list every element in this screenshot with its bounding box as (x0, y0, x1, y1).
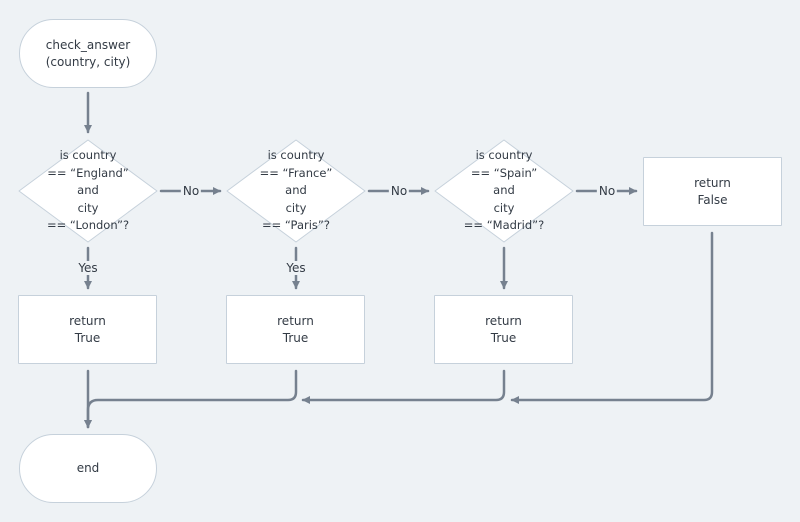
decision1-no-label: No (180, 184, 202, 198)
return-false-line-2: False (697, 192, 728, 207)
edge-true3-merge (301, 369, 506, 404)
decision2-line-5: == “Paris”? (262, 218, 330, 233)
decision2-shape (226, 139, 366, 243)
start-line-2: (country, city) (45, 54, 131, 69)
return-true-2-line-1: return (277, 313, 314, 328)
decision2-line-1: is country (267, 148, 325, 163)
decision1-line-3: and (77, 183, 99, 198)
end-node: end (19, 434, 157, 503)
edge-true2-merge (84, 369, 298, 429)
decision1-yes-label: Yes (76, 261, 100, 275)
decision1-line-5: == “London”? (46, 218, 130, 233)
decision2-line-3: and (285, 183, 307, 198)
decision2-label: is country == “France” and city == “Pari… (227, 140, 365, 242)
decision1-label: is country == “England” and city == “Lon… (19, 140, 157, 242)
decision3-no-label: No (596, 184, 618, 198)
return-false-node: return False (643, 157, 782, 226)
return-true-3-line-1: return (485, 313, 522, 328)
decision1-line-2: == “England” (47, 165, 129, 180)
decision3-line-2: == “Spain” (470, 165, 538, 180)
return-true-1-line-1: return (69, 313, 106, 328)
start-line-1: check_answer (45, 37, 131, 52)
decision3-shape (434, 139, 574, 243)
decision1-line-1: is country (59, 148, 117, 163)
return-true-3-line-2: True (490, 330, 517, 345)
decision3-line-3: and (493, 183, 515, 198)
decision1-shape (18, 139, 158, 243)
decision1-line-4: city (77, 200, 99, 215)
decision3-label: is country == “Spain” and city == “Madri… (435, 140, 573, 242)
decision3-line-5: == “Madrid”? (463, 218, 545, 233)
return-true-1-line-2: True (74, 330, 101, 345)
return-true-node-3: return True (434, 295, 573, 364)
decision3-line-1: is country (475, 148, 533, 163)
end-line-1: end (76, 461, 100, 475)
edge-false-merge (510, 231, 714, 404)
decision2-no-label: No (388, 184, 410, 198)
return-false-line-1: return (694, 175, 731, 190)
return-true-node-1: return True (18, 295, 157, 364)
return-true-2-line-2: True (282, 330, 309, 345)
decision2-yes-label: Yes (284, 261, 308, 275)
decision3-line-4: city (493, 200, 515, 215)
decision2-line-4: city (285, 200, 307, 215)
return-true-node-2: return True (226, 295, 365, 364)
start-node: check_answer (country, city) (19, 19, 157, 88)
decision2-line-2: == “France” (259, 165, 333, 180)
